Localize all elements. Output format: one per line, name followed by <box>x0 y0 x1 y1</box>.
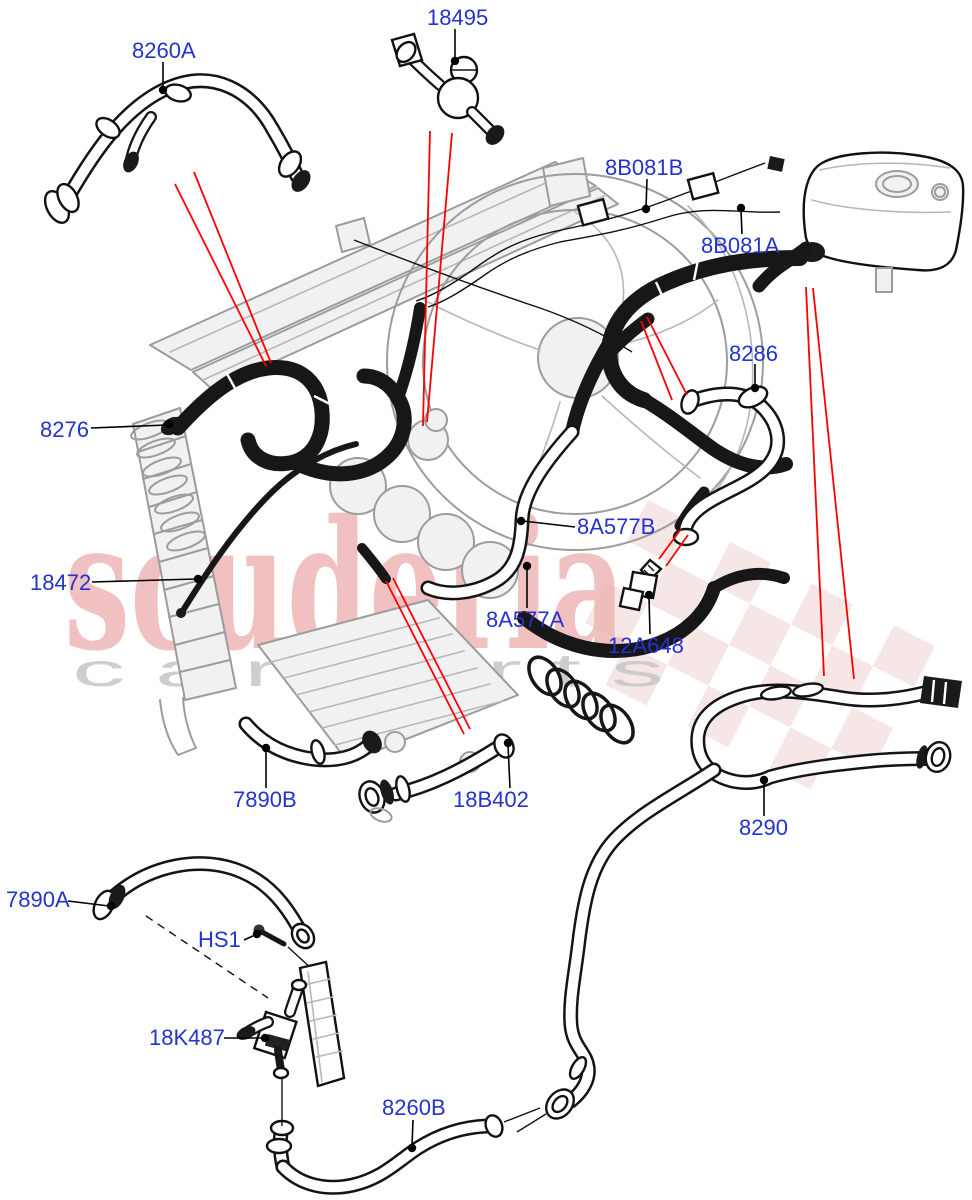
part-label-8260A[interactable]: 8260A <box>132 38 196 63</box>
part-label-7890B[interactable]: 7890B <box>233 787 297 812</box>
radiator-assembly <box>130 157 619 756</box>
callout-dots <box>106 56 769 1153</box>
part-label-7890A[interactable]: 7890A <box>6 887 70 912</box>
red-leader-lines <box>174 130 855 735</box>
part-label-HS1[interactable]: HS1 <box>198 927 241 952</box>
mounting-bracket <box>298 960 346 1088</box>
part-label-8A577A[interactable]: 8A577A <box>486 607 565 632</box>
hose-8260b <box>265 1107 541 1187</box>
sensor-12a648 <box>618 558 663 612</box>
hose-18b402 <box>358 733 515 823</box>
part-label-18472[interactable]: 18472 <box>30 570 92 595</box>
part-label-8A577B[interactable]: 8A577B <box>577 514 656 539</box>
coolant-pipes-8b081 <box>353 162 781 353</box>
hose-8260a <box>43 81 311 224</box>
part-label-8B081B[interactable]: 8B081B <box>605 155 684 180</box>
valve-18k487 <box>236 978 308 1126</box>
part-label-12A648[interactable]: 12A648 <box>608 633 684 658</box>
hose-7890b <box>246 724 382 765</box>
part-label-18K487[interactable]: 18K487 <box>149 1025 225 1050</box>
part-label-8B081A[interactable]: 8B081A <box>701 233 780 258</box>
hose-8290 <box>516 676 962 1133</box>
part-label-18495[interactable]: 18495 <box>427 5 489 30</box>
tank-cap <box>875 170 919 198</box>
part-label-8276[interactable]: 8276 <box>40 417 89 442</box>
intercooler <box>257 599 519 773</box>
black-leader-lines <box>67 29 765 1147</box>
part-label-8286[interactable]: 8286 <box>729 341 778 366</box>
expansion-tank <box>752 151 965 293</box>
part-label-8290[interactable]: 8290 <box>739 815 788 840</box>
engine-block <box>329 408 519 599</box>
part-label-18B402[interactable]: 18B402 <box>453 787 529 812</box>
part-label-8260B[interactable]: 8260B <box>382 1095 446 1120</box>
pump-18495 <box>390 32 505 145</box>
